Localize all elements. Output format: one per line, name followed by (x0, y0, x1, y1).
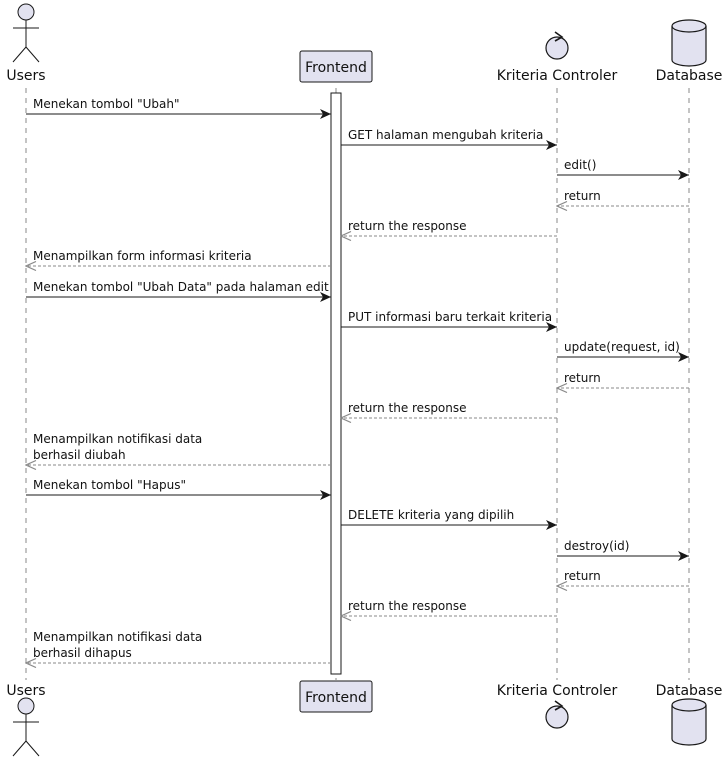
participant-users-top: Users (6, 3, 46, 84)
message-15: destroy(id) (557, 539, 689, 561)
control-icon (545, 700, 569, 729)
message-7: Menekan tombol "Ubah Data" pada halaman … (26, 280, 331, 302)
message-11: return the response (341, 401, 557, 418)
message-5: return the response (341, 219, 557, 236)
message-12: Menampilkan notifikasi data berhasil diub… (26, 432, 331, 465)
message-14: DELETE kriteria yang dipilih (341, 508, 557, 530)
message-label: PUT informasi baru terkait kriteria (348, 310, 552, 324)
participant-controller-bottom: Kriteria Controler (497, 683, 618, 729)
message-label: return (564, 569, 601, 583)
message-label: Menekan tombol "Ubah Data" pada halaman … (33, 280, 329, 294)
participant-label: Kriteria Controler (497, 683, 618, 699)
participant-frontend-bottom: Frontend (299, 680, 373, 713)
database-icon (671, 698, 707, 746)
message-label: edit() (564, 158, 596, 172)
message-label: Menekan tombol "Ubah" (33, 97, 179, 111)
participant-label: Frontend (305, 60, 367, 76)
database-icon (671, 19, 707, 67)
message-13: Menekan tombol "Hapus" (26, 478, 331, 500)
participant-label: Kriteria Controler (497, 68, 618, 84)
participant-box (299, 680, 373, 713)
control-icon (545, 31, 569, 60)
participant-label: Users (6, 68, 45, 84)
actor-icon (12, 3, 40, 63)
message-17: return the response (341, 599, 557, 616)
participant-database-bottom: Database (656, 683, 723, 746)
message-label: berhasil dihapus (33, 646, 132, 660)
participant-label: Users (6, 683, 45, 699)
participant-label: Frontend (305, 690, 367, 706)
message-16: return (557, 569, 689, 586)
message-label: return the response (348, 599, 467, 613)
message-label: return (564, 371, 601, 385)
message-label: Menampilkan notifikasi data (33, 432, 202, 446)
message-label: GET halaman mengubah kriteria (348, 128, 543, 142)
message-label: Menampilkan notifikasi data (33, 630, 202, 644)
message-label: return the response (348, 219, 467, 233)
actor-icon (12, 697, 40, 757)
message-18: Menampilkan notifikasi data berhasil diha… (26, 630, 331, 663)
message-label: destroy(id) (564, 539, 629, 553)
participant-database-top: Database (656, 19, 723, 84)
message-label: DELETE kriteria yang dipilih (348, 508, 514, 522)
message-3: edit() (557, 158, 689, 180)
participant-frontend-top: Frontend (299, 50, 373, 83)
participant-controller-top: Kriteria Controler (497, 31, 618, 84)
participant-label: Database (656, 68, 723, 84)
message-label: Menekan tombol "Hapus" (33, 478, 186, 492)
participant-box (299, 50, 373, 83)
message-1: Menekan tombol "Ubah" (26, 97, 331, 119)
message-label: Menampilkan form informasi kriteria (33, 249, 252, 263)
message-label: return the response (348, 401, 467, 415)
message-label: berhasil diubah (33, 448, 126, 462)
frontend-activation-bar (330, 92, 342, 675)
message-9: update(request, id) (557, 340, 689, 362)
message-4: return (557, 189, 689, 206)
message-label: update(request, id) (564, 340, 680, 354)
message-6: Menampilkan form informasi kriteria (26, 249, 331, 266)
message-label: return (564, 189, 601, 203)
participant-label: Database (656, 683, 723, 699)
message-10: return (557, 371, 689, 388)
participant-users-bottom: Users (6, 683, 46, 757)
message-2: GET halaman mengubah kriteria (341, 128, 557, 150)
message-8: PUT informasi baru terkait kriteria (341, 310, 557, 332)
